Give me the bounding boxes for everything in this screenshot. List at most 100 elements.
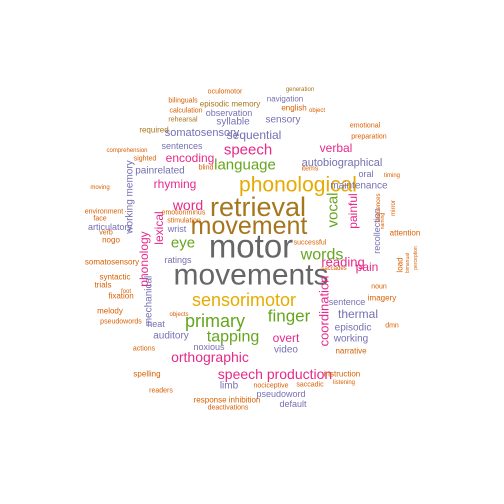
cloud-word: coordination: [317, 276, 332, 347]
cloud-word: navigation: [267, 95, 303, 104]
cloud-word: nogo: [102, 236, 120, 245]
cloud-word: speech production: [218, 366, 332, 382]
cloud-word: perception: [413, 246, 419, 270]
cloud-word: working memory: [125, 160, 136, 234]
cloud-word: sensorimotor: [192, 290, 296, 310]
cloud-word: working: [333, 334, 368, 345]
cloud-word: noxious: [193, 342, 225, 352]
cloud-word: default: [279, 399, 307, 409]
cloud-word: saccadic: [296, 382, 324, 389]
cloud-word: sensory: [265, 115, 300, 126]
cloud-word: orthographic: [171, 349, 249, 365]
cloud-word: emotional: [350, 123, 381, 130]
cloud-word: autobiographical: [302, 157, 383, 169]
cloud-word: lexical: [152, 211, 166, 244]
cloud-word: calculation: [169, 108, 202, 115]
cloud-word: pseudoword: [256, 389, 305, 399]
cloud-word: limb: [220, 381, 239, 392]
cloud-word: movements: [173, 259, 328, 292]
cloud-word: rhyming: [154, 177, 197, 191]
cloud-word: retrieval: [210, 192, 306, 222]
cloud-word: narrative: [335, 347, 367, 356]
cloud-word: word: [172, 197, 203, 213]
cloud-word: dmn: [385, 323, 399, 330]
cloud-word: comprehension: [106, 148, 147, 154]
cloud-word: trials: [95, 281, 112, 290]
cloud-word: preparation: [351, 134, 387, 141]
cloud-word: sequences: [376, 193, 382, 222]
cloud-word: auditory: [153, 331, 189, 342]
cloud-word: video: [274, 345, 298, 356]
cloud-word: instruction: [324, 370, 360, 379]
cloud-word: mechanical: [144, 276, 155, 327]
cloud-word: items: [302, 166, 319, 173]
cloud-word: finger: [268, 307, 311, 326]
cloud-word: sentences: [161, 141, 203, 151]
cloud-word: successful: [294, 240, 327, 247]
cloud-word: spelling: [133, 370, 160, 379]
cloud-word: speech: [224, 142, 272, 159]
cloud-word: recollection: [372, 208, 382, 254]
cloud-word: oculomotor: [208, 89, 243, 96]
cloud-word: vocal: [325, 192, 342, 227]
cloud-word: readers: [149, 388, 173, 395]
cloud-word: heat: [147, 319, 165, 329]
cloud-word: encoding: [166, 151, 215, 165]
cloud-word: sequential: [227, 128, 282, 142]
cloud-word: language: [214, 157, 276, 174]
cloud-word: moving: [90, 185, 109, 191]
cloud-word: english: [281, 104, 306, 113]
cloud-word: objects: [169, 312, 188, 318]
cloud-word: sentence: [329, 297, 366, 307]
cloud-word: painful: [346, 193, 360, 228]
cloud-word: syntactic: [99, 273, 130, 282]
cloud-word: pain: [356, 260, 379, 274]
cloud-word: wrist: [167, 224, 187, 234]
cloud-word: pseudowords: [100, 319, 142, 326]
cloud-word: mirror: [391, 200, 397, 216]
cloud-word: deactivations: [208, 405, 249, 412]
cloud-word: blind: [199, 165, 214, 172]
cloud-word: nociceptive: [253, 383, 288, 390]
cloud-word: painrelated: [135, 166, 184, 177]
cloud-word: maintenance: [330, 181, 388, 192]
cloud-word: episodic memory: [200, 100, 260, 109]
cloud-word: overt: [273, 331, 300, 345]
cloud-word: actions: [133, 346, 156, 353]
cloud-word: noun: [371, 284, 387, 291]
cloud-word: attention: [390, 229, 421, 238]
cloud-word: somatosensory: [85, 258, 139, 267]
cloud-word: tapping: [207, 329, 260, 346]
cloud-word: phonological: [239, 174, 357, 197]
cloud-word: minus: [187, 210, 206, 217]
cloud-word: syllable: [216, 117, 250, 128]
cloud-word: bimanual: [405, 253, 411, 273]
cloud-word: ratings: [164, 255, 192, 265]
cloud-word: environment: [85, 209, 124, 216]
cloud-word: primary: [185, 311, 245, 331]
cloud-word: stimulation: [167, 218, 201, 225]
cloud-word: emotion: [162, 210, 187, 217]
cloud-word: eye: [171, 235, 195, 252]
cloud-word: sighted: [134, 156, 157, 163]
cloud-word: generation: [286, 87, 314, 93]
cloud-word: verb: [99, 230, 113, 237]
cloud-word: oral: [358, 169, 373, 179]
cloud-word: object: [309, 108, 325, 114]
cloud-word: load: [396, 257, 405, 272]
cloud-word: melody: [97, 307, 123, 316]
cloud-word: somatosensory: [165, 127, 240, 139]
cloud-word: bilinguals: [168, 98, 198, 105]
cloud-word: phonology: [137, 231, 151, 286]
cloud-word: foot: [121, 289, 131, 295]
cloud-word: required: [139, 126, 168, 135]
cloud-word: saccades: [321, 266, 346, 272]
cloud-word: imagery: [368, 294, 396, 303]
cloud-word: thermal: [338, 307, 378, 321]
cloud-word: words: [300, 247, 344, 264]
cloud-word: face: [93, 216, 106, 223]
cloud-word: observation: [206, 108, 253, 118]
cloud-word: listening: [333, 380, 355, 386]
cloud-word: articulatory: [88, 222, 133, 232]
